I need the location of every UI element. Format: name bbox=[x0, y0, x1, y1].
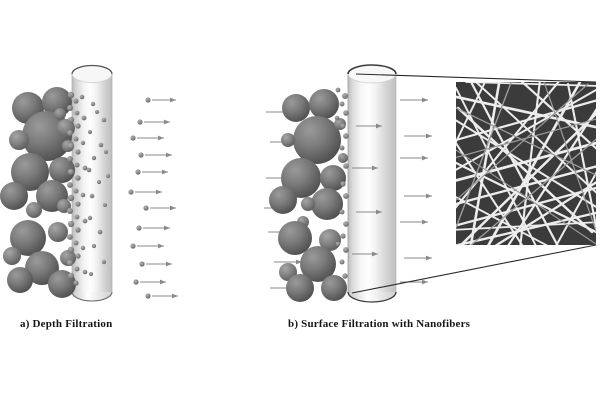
surface-particle-cake bbox=[269, 89, 348, 302]
sem-nanofiber-micrograph bbox=[456, 82, 596, 245]
flow-arrow-icon bbox=[143, 205, 176, 211]
depth-feed-particle-cake bbox=[0, 87, 76, 298]
panel-a-depth-filtration bbox=[0, 64, 178, 302]
flow-arrow-icon bbox=[137, 119, 170, 125]
surface-retained-fine-particles bbox=[334, 87, 349, 279]
callout-line-top bbox=[355, 73, 597, 83]
surface-filter-cylinder bbox=[347, 64, 397, 303]
flow-arrow-icon bbox=[136, 225, 170, 231]
flow-arrow-icon bbox=[145, 293, 178, 299]
panel-b-caption: b) Surface Filtration with Nanofibers bbox=[288, 318, 471, 330]
flow-arrow-icon bbox=[138, 152, 172, 158]
sem-inset-callout-lines bbox=[351, 73, 597, 294]
flow-arrow-icon bbox=[130, 135, 164, 141]
flow-arrow-icon bbox=[130, 243, 164, 249]
panel-a-caption: a) Depth Filtration bbox=[20, 318, 113, 330]
flow-arrow-icon bbox=[128, 189, 162, 195]
panel-b-surface-filtration bbox=[264, 64, 597, 303]
surface-through-flow-arrows bbox=[352, 97, 432, 285]
nanofiber-icon bbox=[456, 82, 596, 245]
flow-arrow-icon bbox=[135, 169, 168, 175]
depth-embedded-particles bbox=[86, 101, 111, 276]
flow-arrow-icon bbox=[133, 279, 166, 285]
callout-line-bottom bbox=[351, 244, 597, 294]
depth-fine-particle-cloud bbox=[67, 91, 88, 286]
flow-arrow-icon bbox=[145, 97, 176, 103]
depth-filter-cylinder bbox=[71, 64, 113, 302]
flow-arrow-icon bbox=[139, 261, 172, 267]
depth-outflow-particles-with-arrows bbox=[128, 97, 178, 299]
